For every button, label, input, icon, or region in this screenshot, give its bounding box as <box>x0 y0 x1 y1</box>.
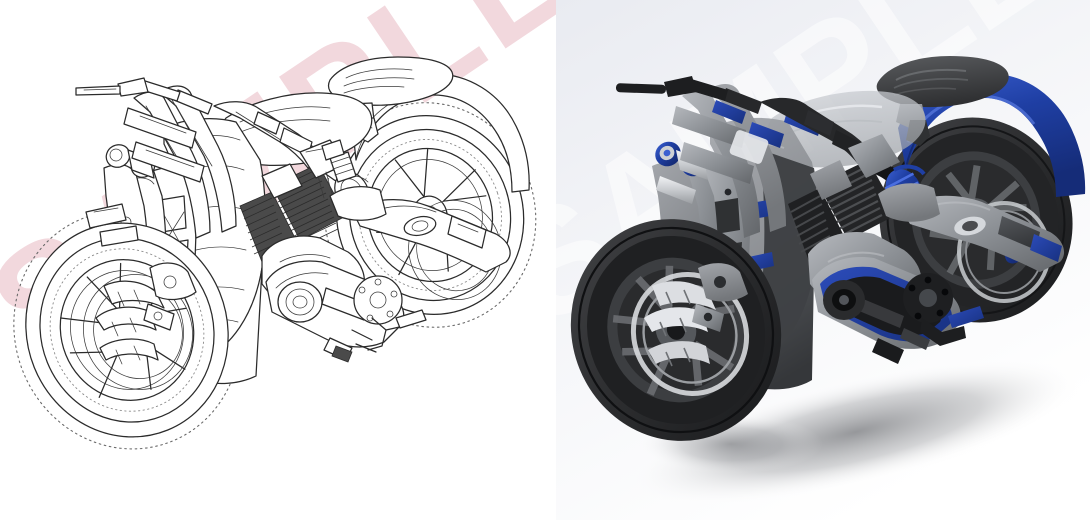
swingarm <box>878 183 1065 272</box>
swingarm <box>329 186 511 273</box>
front-hub-linkage <box>143 262 197 331</box>
lower-frame <box>85 203 139 247</box>
front-wheel <box>25 222 229 438</box>
front-fork <box>672 84 822 238</box>
front-fork <box>123 85 237 239</box>
line-drawing-svg: .ln { fill:none; stroke:#2b2b2b; stroke-… <box>13 56 537 450</box>
cad-line-drawing-panel: SAMPLE .ln { fill:none; stroke:#2b2b2b; … <box>0 0 556 450</box>
render-svg: SAMPLE <box>556 0 1090 520</box>
rendered-model-panel: SAMPLE <box>556 0 1090 520</box>
front-hub-linkage <box>692 263 748 332</box>
front-brake-disc <box>630 272 750 396</box>
rear-shock <box>321 139 357 183</box>
primary-drive-cover <box>265 260 405 348</box>
foot-control <box>872 306 984 364</box>
front-brake-disc <box>83 274 193 390</box>
foot-control <box>323 309 427 363</box>
